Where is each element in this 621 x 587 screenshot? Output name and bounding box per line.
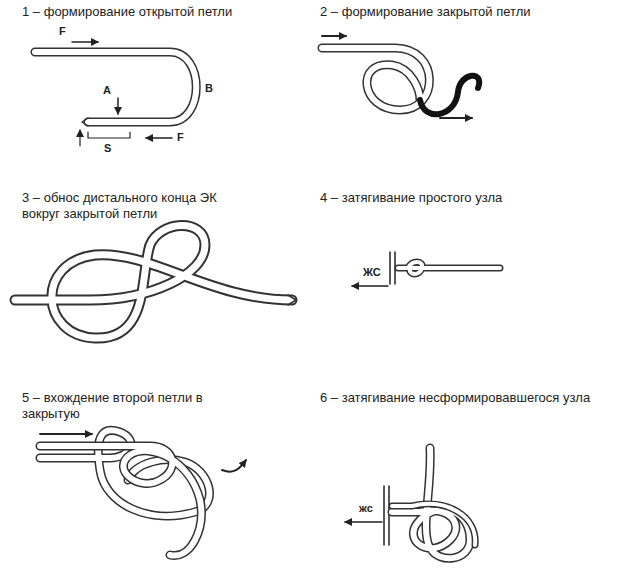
pull-arrow <box>352 285 388 287</box>
pull-arrow <box>345 521 382 523</box>
double-loop <box>40 430 209 555</box>
panel-caption: 3 – обнос дистального конца ЭК вокруг за… <box>22 190 242 222</box>
closed-loop <box>322 48 479 114</box>
panel-caption: 5 – вхождение второй петли в закрытую <box>22 390 222 422</box>
pull-arrow <box>322 35 346 37</box>
force-arrow <box>79 130 80 146</box>
open-loop <box>35 52 196 126</box>
gap-bracket <box>88 132 130 138</box>
unformed-knot <box>384 448 475 558</box>
wall-label: ЖС <box>362 266 382 278</box>
turn-arrow <box>222 460 246 472</box>
force-label: F <box>176 131 185 143</box>
panel-caption: 2 – формирование закрытой петли <box>320 4 600 20</box>
panel-caption: 4 – затягивание простого узла <box>320 190 600 206</box>
panel-caption: 1 – формирование открытой петли <box>22 4 302 20</box>
force-arrow <box>72 41 98 43</box>
force-label: F <box>58 25 67 37</box>
force-arrow <box>117 98 119 114</box>
wall-label: жс <box>358 502 374 514</box>
force-arrow <box>146 137 172 139</box>
pull-arrow <box>440 117 472 119</box>
part-label: B <box>204 82 214 94</box>
gap-label: S <box>103 142 112 154</box>
push-arrow <box>40 433 92 435</box>
panel-caption: 6 – затягивание несформировавшегося узла <box>320 390 600 406</box>
tight-knot <box>390 252 500 284</box>
overhand-knot <box>15 225 296 338</box>
force-label: A <box>102 84 112 96</box>
